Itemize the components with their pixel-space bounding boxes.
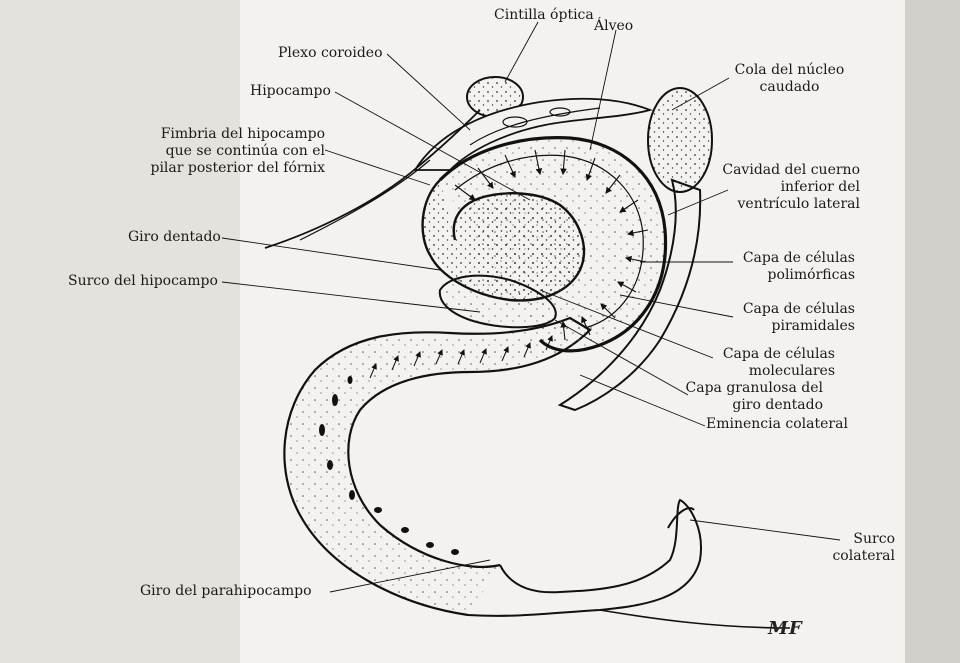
hippocampal-sulcus-lobe xyxy=(438,274,557,329)
label-eminencia-colateral: Eminencia colateral xyxy=(706,416,848,432)
label-giro-dentado: Giro dentado xyxy=(128,229,221,245)
label-surco-colateral: Surco colateral xyxy=(832,531,895,564)
label-giro-parahipocampo: Giro del parahipocampo xyxy=(140,583,312,599)
page-shadow-edge xyxy=(905,0,960,663)
collateral-eminence xyxy=(557,178,702,412)
collateral-sulcus xyxy=(667,507,695,529)
leader-lines xyxy=(221,21,841,593)
label-cavidad-cuerno: Cavidad del cuerno inferior del ventrícu… xyxy=(722,162,860,212)
illustrator-signature: MF xyxy=(768,618,803,639)
plexus-blob-2 xyxy=(549,107,571,117)
label-fimbria: Fimbria del hipocampo que se continúa co… xyxy=(150,126,325,176)
parahippocampal-arrows xyxy=(369,335,553,379)
label-capa-polimorficas: Capa de células polimórficas xyxy=(742,250,855,283)
pyramidal-arrows xyxy=(454,149,649,341)
label-hipocampo: Hipocampo xyxy=(250,83,331,99)
label-plexo-coroideo: Plexo coroideo xyxy=(278,45,383,61)
label-capa-moleculares: Capa de células moleculares xyxy=(722,346,835,379)
fimbria-strand-2 xyxy=(299,159,431,241)
label-surco-hipocampo: Surco del hipocampo xyxy=(68,273,218,289)
label-cintilla-optica: Cintilla óptica xyxy=(494,7,594,23)
label-alveo: Álveo xyxy=(594,18,634,34)
bottom-line xyxy=(599,609,791,629)
choroid-plexus-inner xyxy=(469,107,601,146)
ventral-contour xyxy=(467,498,702,617)
cell-marks xyxy=(319,376,459,555)
label-capa-piramidales: Capa de células piramidales xyxy=(742,301,855,334)
plexus-blob-1 xyxy=(502,116,528,128)
label-capa-granulosa: Capa granulosa del giro dentado xyxy=(685,380,823,413)
caudate-tail xyxy=(647,87,713,193)
label-cola-nucleo-caudado: Cola del núcleo caudado xyxy=(734,62,845,95)
choroid-plexus xyxy=(413,97,653,171)
